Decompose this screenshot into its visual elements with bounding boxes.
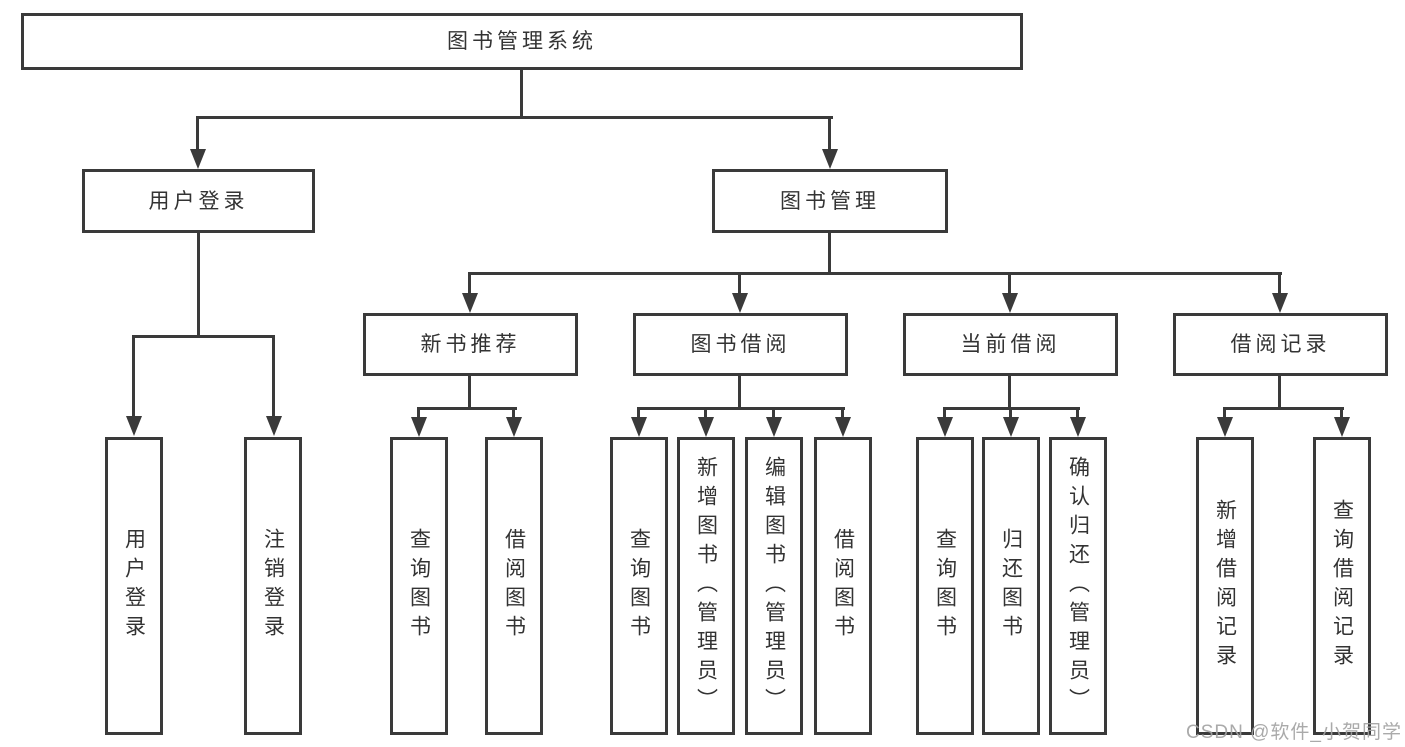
node-book-management-label: 图书管理 xyxy=(780,189,880,213)
leaf-current-return-label: 归还图书 xyxy=(999,528,1023,644)
leaf-current-confirm-label: 确认归还（管理员） xyxy=(1066,455,1090,717)
connector-to-leaf xyxy=(772,410,775,417)
node-book-borrow-label: 图书借阅 xyxy=(690,333,791,356)
arrow-down-icon xyxy=(1272,293,1288,313)
connector-borrow-records-stem xyxy=(1278,376,1281,407)
leaf-user-login-label: 用户登录 xyxy=(122,528,146,644)
connector-to-leaf xyxy=(1076,410,1079,417)
node-current-borrow-label: 当前借阅 xyxy=(960,333,1061,356)
leaf-newbooks-query: 查询图书 xyxy=(390,437,448,735)
leaf-newbooks-borrow-label: 借阅图书 xyxy=(502,528,526,644)
leaf-borrow-book: 借阅图书 xyxy=(814,437,872,735)
leaf-records-query: 查询借阅记录 xyxy=(1313,437,1371,735)
leaf-borrow-edit-label: 编辑图书（管理员） xyxy=(762,455,786,717)
connector-to-leaf xyxy=(417,410,420,417)
connector-book-borrow-split xyxy=(637,407,845,410)
leaf-logout: 注销登录 xyxy=(244,437,302,735)
leaf-borrow-add: 新增图书（管理员） xyxy=(677,437,735,735)
arrow-down-icon xyxy=(732,293,748,313)
arrow-down-icon xyxy=(1334,417,1350,437)
node-root: 图书管理系统 xyxy=(21,13,1023,70)
leaf-borrow-query: 查询图书 xyxy=(610,437,668,735)
arrow-down-icon xyxy=(631,417,647,437)
leaf-current-return: 归还图书 xyxy=(982,437,1040,735)
connector-to-leaf xyxy=(1223,410,1226,417)
arrow-down-icon xyxy=(266,416,282,436)
connector-to-leaf xyxy=(512,410,515,417)
node-book-management: 图书管理 xyxy=(712,169,948,233)
connector-to-borrow-records xyxy=(1278,275,1281,293)
arrow-down-icon xyxy=(1003,417,1019,437)
leaf-logout-label: 注销登录 xyxy=(261,528,285,644)
connector-root-split xyxy=(196,116,833,119)
connector-new-books-split xyxy=(417,407,517,410)
node-root-label: 图书管理系统 xyxy=(447,30,597,53)
csdn-watermark: CSDN @软件_小贺同学 xyxy=(1186,722,1402,743)
leaf-current-query: 查询图书 xyxy=(916,437,974,735)
connector-user-login-stem xyxy=(197,233,200,335)
connector-book-borrow-stem xyxy=(738,376,741,407)
connector-to-leaf xyxy=(841,410,844,417)
connector-user-login-split xyxy=(132,335,275,338)
arrow-down-icon xyxy=(937,417,953,437)
arrow-down-icon xyxy=(766,417,782,437)
leaf-newbooks-query-label: 查询图书 xyxy=(407,528,431,644)
connector-book-mgmt-stem xyxy=(828,233,831,272)
node-borrow-records: 借阅记录 xyxy=(1173,313,1388,376)
connector-to-user-login xyxy=(196,119,199,149)
arrow-down-icon xyxy=(126,416,142,436)
connector-to-leaf xyxy=(637,410,640,417)
node-book-borrow: 图书借阅 xyxy=(633,313,848,376)
connector-book-mgmt-split xyxy=(468,272,1282,275)
leaf-records-add-label: 新增借阅记录 xyxy=(1213,499,1237,673)
connector-borrow-records-split xyxy=(1223,407,1344,410)
leaf-newbooks-borrow: 借阅图书 xyxy=(485,437,543,735)
node-new-book-recommend-label: 新书推荐 xyxy=(420,333,521,356)
connector-to-new-books xyxy=(468,275,471,293)
connector-to-book-borrow xyxy=(738,275,741,293)
leaf-user-login: 用户登录 xyxy=(105,437,163,735)
arrow-down-icon xyxy=(506,417,522,437)
connector-root-stem xyxy=(520,70,523,119)
leaf-records-add: 新增借阅记录 xyxy=(1196,437,1254,735)
node-current-borrow: 当前借阅 xyxy=(903,313,1118,376)
connector-to-leaf xyxy=(704,410,707,417)
node-borrow-records-label: 借阅记录 xyxy=(1230,333,1331,356)
arrow-down-icon xyxy=(1002,293,1018,313)
leaf-current-confirm: 确认归还（管理员） xyxy=(1049,437,1107,735)
arrow-down-icon xyxy=(1070,417,1086,437)
arrow-down-icon xyxy=(411,417,427,437)
connector-to-leaf-user-login xyxy=(132,338,135,416)
connector-to-book-management xyxy=(828,119,831,149)
connector-to-leaf-logout xyxy=(272,338,275,416)
connector-new-books-stem xyxy=(468,376,471,407)
arrow-down-icon xyxy=(822,149,838,169)
connector-to-current-borrow xyxy=(1008,275,1011,293)
leaf-borrow-book-label: 借阅图书 xyxy=(831,528,855,644)
node-user-login-label: 用户登录 xyxy=(148,189,249,213)
arrow-down-icon xyxy=(835,417,851,437)
arrow-down-icon xyxy=(1217,417,1233,437)
connector-to-leaf xyxy=(1009,410,1012,417)
arrow-down-icon xyxy=(462,293,478,313)
leaf-borrow-add-label: 新增图书（管理员） xyxy=(694,455,718,717)
leaf-borrow-query-label: 查询图书 xyxy=(627,528,651,644)
leaf-records-query-label: 查询借阅记录 xyxy=(1330,499,1354,673)
node-new-book-recommend: 新书推荐 xyxy=(363,313,578,376)
connector-current-borrow-stem xyxy=(1008,376,1011,407)
node-user-login: 用户登录 xyxy=(82,169,315,233)
connector-to-leaf xyxy=(943,410,946,417)
connector-to-leaf xyxy=(1340,410,1343,417)
leaf-current-query-label: 查询图书 xyxy=(933,528,957,644)
connector-current-borrow-split xyxy=(943,407,1080,410)
arrow-down-icon xyxy=(698,417,714,437)
leaf-borrow-edit: 编辑图书（管理员） xyxy=(745,437,803,735)
arrow-down-icon xyxy=(190,149,206,169)
